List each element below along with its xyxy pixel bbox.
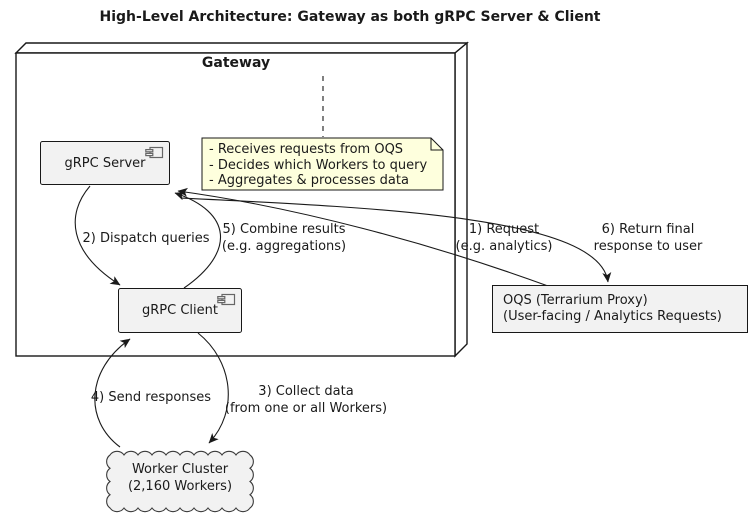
edge-2-label-line1: 2) Dispatch queries (82, 231, 210, 246)
edge-6-label-line1: 6) Return final (601, 222, 695, 237)
edge-5-label: 5) Combine results (e.g. aggregations) (222, 222, 346, 255)
edge-3-label-line2: (from one or all Workers) (224, 400, 388, 416)
edge-2-label: 2) Dispatch queries (83, 231, 210, 248)
note-line: - Decides which Workers to query (209, 157, 428, 173)
gateway-title: Gateway (201, 55, 271, 71)
gateway-right-face (454, 41, 468, 358)
edge-6-label-line2: response to user (593, 238, 703, 254)
edge-5-combine-results-arrow (174, 191, 222, 289)
edge-3-label: 3) Collect data (from one or all Workers… (225, 384, 387, 417)
edge-4-label-line1: 4) Send responses (90, 390, 212, 405)
component-icon (217, 293, 236, 306)
oqs-label-line2: (User-facing / Analytics Requests) (503, 309, 722, 324)
note-line: - Receives requests from OQS (209, 142, 404, 157)
edge-6-label: 6) Return final response to user (594, 222, 703, 255)
note-shape (201, 137, 444, 191)
grpc-client-component: gRPC Client (118, 288, 242, 333)
edge-3-label-line1: 3) Collect data (258, 384, 354, 399)
component-icon (145, 146, 164, 159)
worker-cluster-line2: (2,160 Workers) (127, 479, 233, 494)
grpc-client-label: gRPC Client (142, 303, 218, 318)
grpc-server-component: gRPC Server (40, 141, 170, 185)
edge-3-collect-data-arrow (197, 332, 229, 444)
oqs-node: OQS (Terrarium Proxy) (User-facing / Ana… (492, 285, 748, 333)
edge-1-request-arrow (177, 187, 549, 287)
edge-1-label-line1: 1) Request (468, 222, 540, 237)
edge-4-send-responses-arrow (94, 338, 131, 448)
gateway-note: - Receives requests from OQS - Decides w… (209, 142, 427, 189)
worker-cluster-cloud-shape (106, 450, 254, 513)
edge-2-dispatch-queries-arrow (74, 185, 121, 286)
diagram-title: High-Level Architecture: Gateway as both… (99, 9, 601, 25)
edge-4-label: 4) Send responses (91, 390, 211, 407)
edge-6-return-response-arrow (180, 197, 612, 283)
edge-1-label-line2: (e.g. analytics) (455, 238, 553, 254)
grpc-server-label: gRPC Server (64, 155, 146, 171)
note-line: - Aggregates & processes data (209, 173, 409, 188)
edge-5-label-line1: 5) Combine results (222, 222, 346, 237)
gateway-top-face (14, 42, 469, 54)
edge-5-label-line2: (e.g. aggregations) (221, 238, 347, 254)
edge-1-label: 1) Request (e.g. analytics) (456, 222, 553, 255)
worker-cluster-label: Worker Cluster (2,160 Workers) (128, 461, 232, 495)
oqs-label-line1: OQS (Terrarium Proxy) (503, 292, 648, 308)
worker-cluster-line1: Worker Cluster (131, 462, 229, 477)
